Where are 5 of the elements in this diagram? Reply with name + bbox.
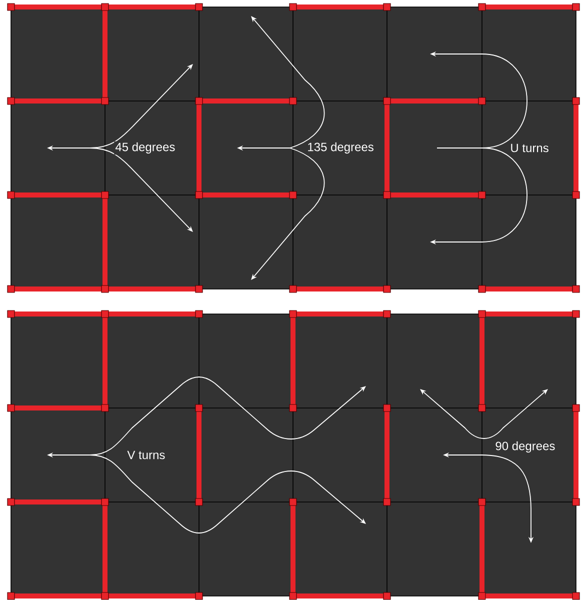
turn-label: U turns bbox=[509, 142, 550, 154]
turn-label: 135 degrees bbox=[306, 141, 375, 155]
turn-label: V turns bbox=[126, 450, 166, 460]
turn-label: 45 degrees bbox=[114, 141, 176, 155]
turn-label: 90 degrees bbox=[494, 440, 556, 454]
